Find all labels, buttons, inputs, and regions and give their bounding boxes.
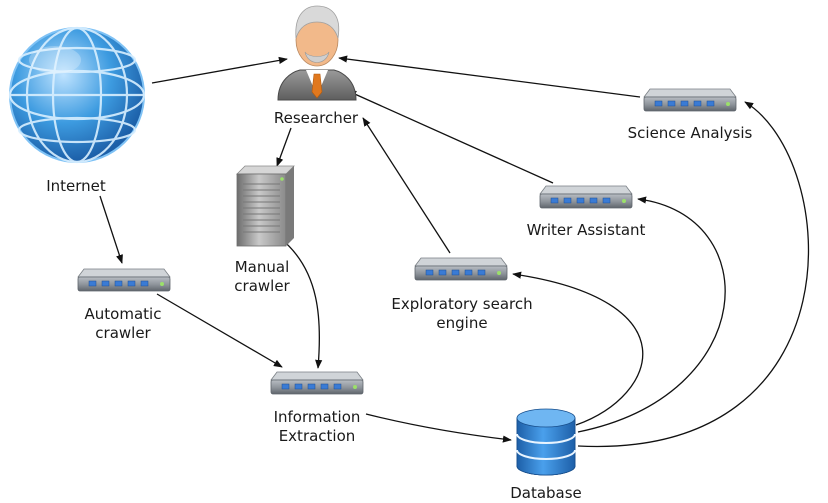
node-label-information-extraction: Information Extraction [273,408,361,445]
globe-icon [8,26,146,164]
person-icon [277,5,357,101]
edge-information-extraction-to-database [365,413,512,443]
edge-automatic-crawler-to-information-extraction [156,293,283,368]
node-label-exploratory-search: Exploratory search engine [391,295,533,332]
edge-science-analysis-to-researcher [338,55,641,98]
server-tower-icon [236,165,295,247]
node-label-science-analysis: Science Analysis [627,124,753,142]
network-switch-icon [539,185,633,209]
node-label-manual-crawler: Manual crawler [234,258,290,295]
network-switch-icon [414,257,508,281]
database-icon [516,408,576,476]
edge-writer-assistant-to-researcher [347,90,554,184]
network-switch-icon [643,88,737,112]
edge-database-to-exploratory-search [512,271,644,426]
edge-database-to-science-analysis [577,101,810,447]
node-label-database: Database [510,484,582,502]
node-label-internet: Internet [46,177,106,195]
network-switch-icon [77,268,171,292]
edge-manual-crawler-to-information-extraction [279,237,323,369]
edge-internet-to-researcher [151,56,288,84]
network-switch-icon [270,371,364,395]
node-label-automatic-crawler: Automatic crawler [84,305,162,342]
node-label-writer-assistant: Writer Assistant [526,221,646,239]
node-label-researcher: Researcher [273,109,359,127]
edge-exploratory-search-to-researcher [362,117,451,254]
edge-internet-to-automatic-crawler [99,195,123,264]
edge-researcher-to-manual-crawler [276,127,292,167]
edge-database-to-writer-assistant [577,196,726,433]
edges [99,55,810,447]
